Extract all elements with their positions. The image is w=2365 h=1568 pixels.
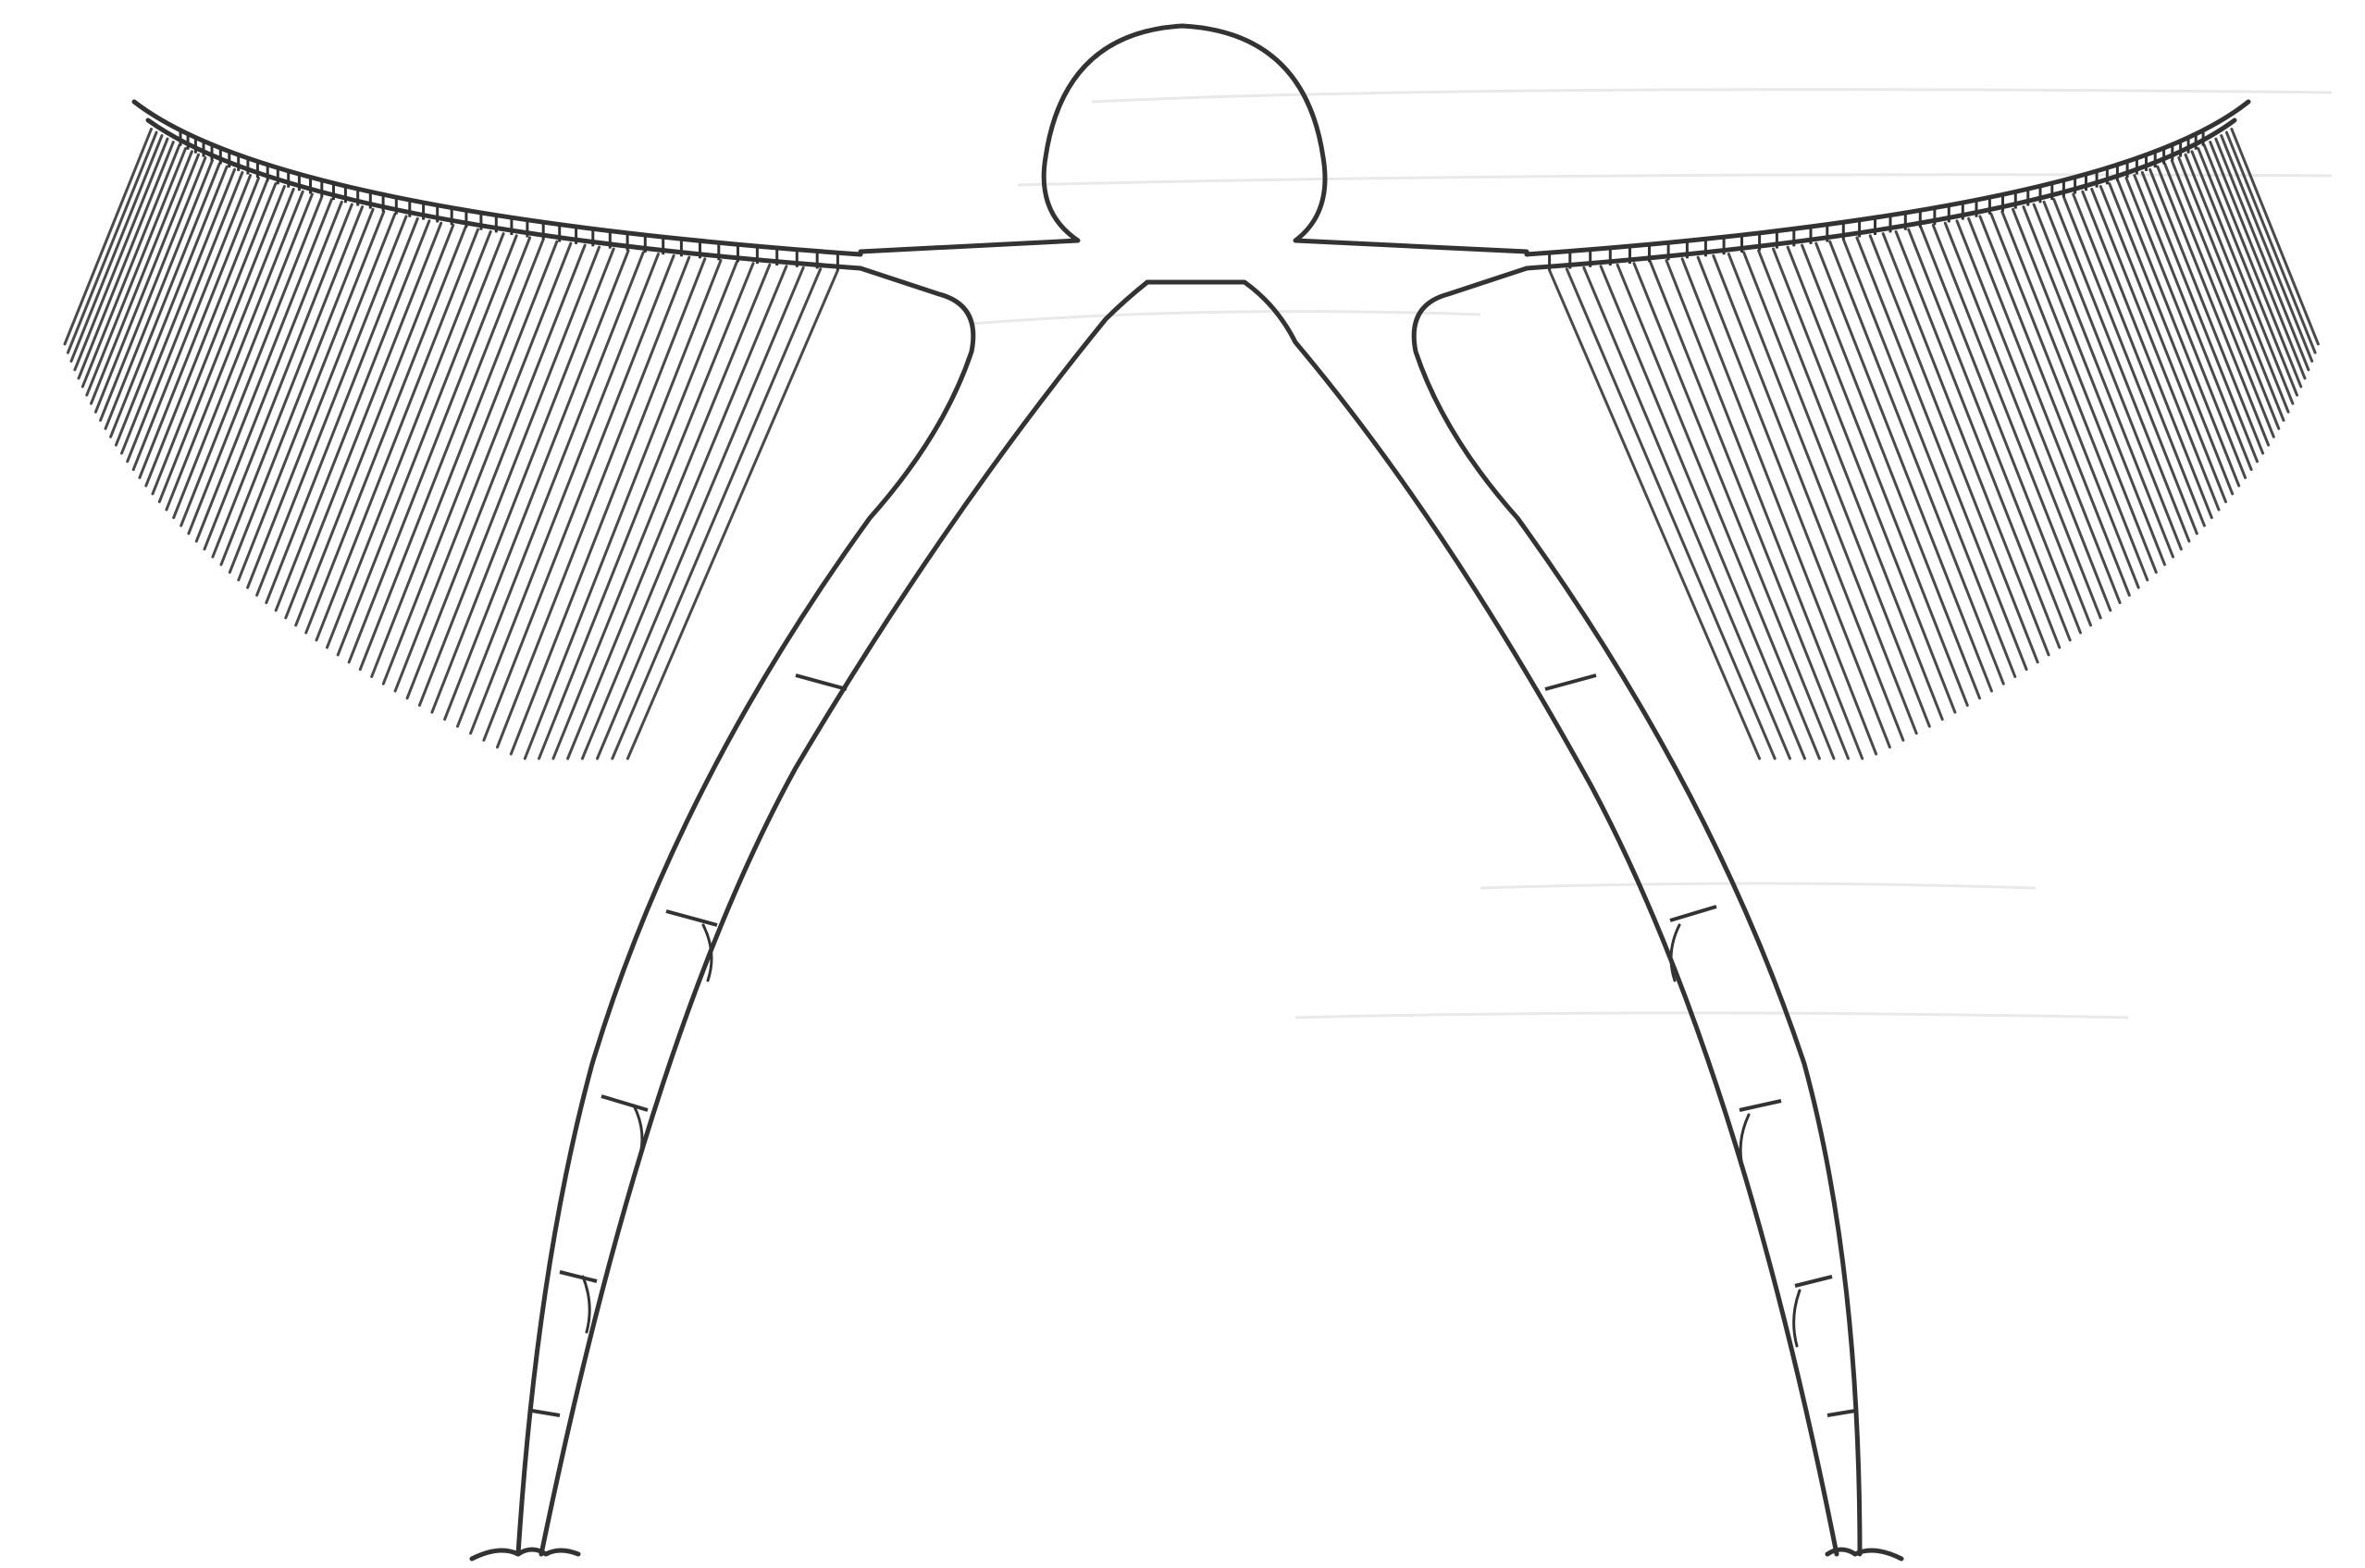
bristle — [2226, 132, 2315, 352]
bristle — [71, 136, 162, 362]
bristle — [2165, 164, 2274, 437]
left-foot — [472, 1549, 578, 1559]
bristle — [75, 139, 167, 370]
bristle — [613, 269, 821, 759]
bristle — [498, 257, 689, 747]
bristle — [568, 265, 770, 759]
bristle — [598, 267, 804, 759]
bristle — [2092, 189, 2219, 510]
bristle — [484, 255, 674, 740]
bristle — [79, 142, 173, 378]
bristle — [2100, 187, 2225, 502]
bristle — [65, 130, 152, 344]
head — [861, 26, 1527, 252]
bristle — [1550, 270, 1760, 759]
left-leg-segments — [532, 675, 847, 1415]
bristle — [1666, 261, 1863, 759]
bristle — [2074, 194, 2205, 525]
bristle — [511, 259, 705, 754]
right-leg-spines — [1671, 925, 1800, 1346]
bristle — [582, 266, 786, 759]
bristle — [1617, 265, 1819, 759]
bristle — [1698, 257, 1889, 747]
bristle — [2222, 136, 2312, 362]
bristle — [101, 158, 205, 421]
bristle — [68, 132, 156, 352]
bristle — [1714, 255, 1903, 740]
bristle — [1584, 267, 1790, 759]
bristle — [2216, 139, 2309, 370]
bristle — [1566, 269, 1775, 759]
bristle — [553, 264, 753, 759]
bristle — [539, 262, 737, 759]
bristle — [2083, 191, 2212, 517]
bristle — [2210, 142, 2305, 378]
bristle — [1601, 266, 1804, 759]
bristle — [2110, 184, 2233, 494]
bristle — [627, 270, 837, 759]
body-inner-left — [541, 282, 1147, 1554]
bristle — [1651, 262, 1849, 759]
bristle — [1682, 259, 1876, 754]
bristle — [525, 261, 721, 759]
bristle — [1634, 264, 1834, 759]
bristle — [2232, 130, 2319, 344]
